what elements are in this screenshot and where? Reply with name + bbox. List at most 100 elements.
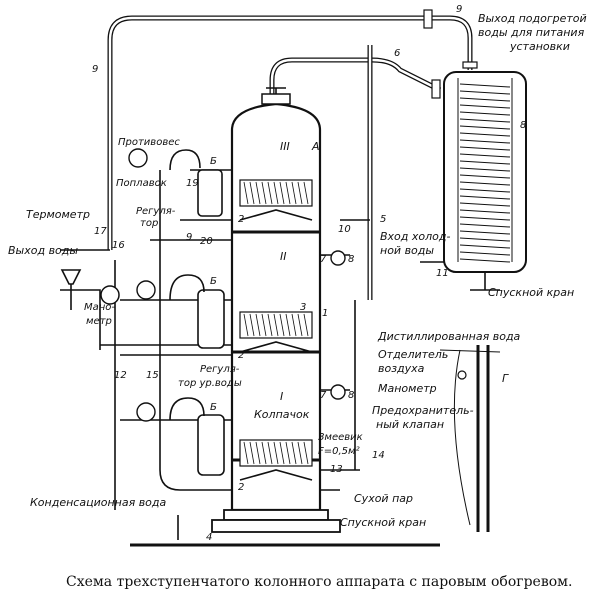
tray-hatch [273, 313, 279, 337]
tray-hatch [291, 181, 297, 205]
number-15: 15 [146, 370, 159, 381]
tray-hatch [285, 181, 291, 205]
column [130, 87, 440, 547]
coil-turn [459, 167, 511, 172]
number-2-c: 2 [238, 482, 244, 493]
tray-hatch [297, 441, 303, 465]
coil-turn [459, 83, 511, 88]
coil-turn [459, 258, 511, 263]
coil-turn [459, 244, 511, 249]
coil-turn [459, 202, 511, 207]
label-regulator-mid-1: Регуля- [200, 364, 240, 375]
number-12: 12 [114, 370, 127, 381]
label-stage-2: II [280, 250, 287, 263]
coil-turn [459, 125, 511, 130]
coil-turn [459, 132, 511, 137]
number-1: 1 [322, 308, 328, 319]
tray-hatch [243, 313, 249, 337]
tray-hatch [255, 181, 261, 205]
label-manometer-left-2: метр [86, 316, 112, 327]
coil-turn [459, 118, 511, 123]
coil-turn [459, 139, 511, 144]
tray-hatch [255, 313, 261, 337]
tray-hatch [267, 441, 273, 465]
coil-turn [459, 216, 511, 221]
number-9-mid: 9 [186, 232, 192, 243]
number-9-top: 9 [456, 4, 462, 15]
number-19: 19 [186, 178, 199, 189]
coil-turn [459, 104, 511, 109]
coil-turn [459, 188, 511, 193]
label-drain-valve-bottom: Спускной кран [340, 516, 426, 529]
number-11: 11 [436, 268, 449, 279]
number-8-a: 8 [348, 254, 354, 265]
label-stage-1: I [280, 390, 283, 403]
coil-turn [459, 90, 511, 95]
label-hot-water-out: Выход подогретой [478, 12, 587, 25]
number-7-a: 7 [320, 254, 327, 265]
distilled-water-tank [439, 345, 501, 532]
label-hot-water-out-3: установки [509, 40, 570, 53]
label-dry-steam: Сухой пар [354, 492, 413, 505]
coil-turn [459, 223, 511, 228]
tray-hatch [249, 181, 255, 205]
hot-water-pipe [107, 9, 478, 250]
tray-hatch [285, 313, 291, 337]
label-coil-2: F=0,5м² [318, 446, 360, 457]
tray-hatch [261, 441, 267, 465]
figure-caption: Схема трехступенчатого колонного аппарат… [66, 574, 572, 590]
coil-turn [459, 153, 511, 158]
label-safety-valve-2: ный клапан [376, 418, 444, 431]
tray-hatch [261, 181, 267, 205]
number-17: 17 [94, 226, 107, 237]
label-cap: Колпачок [254, 408, 310, 421]
tray-hatch [249, 313, 255, 337]
tray-cone [239, 469, 313, 481]
tray-hatch [249, 441, 255, 465]
coil-turn [459, 111, 511, 116]
number-6: 6 [394, 48, 400, 59]
coil-turn [459, 237, 511, 242]
tray-hatch [303, 181, 309, 205]
tray-hatch [267, 181, 273, 205]
number-3: 3 [300, 302, 306, 313]
tray-hatch [243, 441, 249, 465]
label-regulator-mid-2: тор ур.воды [178, 378, 242, 389]
label-cold-water-in-2: ной воды [380, 244, 434, 257]
label-air-separator-1: Отделитель [378, 348, 448, 361]
letter-b-1: Б [210, 156, 217, 167]
coil-turn [459, 209, 511, 214]
number-9-left: 9 [92, 64, 98, 75]
funnel [60, 269, 82, 310]
tray-hatch [291, 313, 297, 337]
number-2-b: 2 [238, 350, 244, 361]
number-8-b: 8 [348, 390, 354, 401]
coil-turn [459, 146, 511, 151]
number-10: 10 [338, 224, 351, 235]
float-chamber-mid [136, 274, 225, 349]
coil-turn [459, 174, 511, 179]
label-manometer-right: Манометр [378, 382, 437, 395]
tray-cone [239, 209, 313, 221]
tray-hatch [303, 441, 309, 465]
steam-pipe [269, 57, 442, 100]
heat-exchanger [443, 71, 527, 291]
tray-hatch [255, 441, 261, 465]
number-4: 4 [206, 532, 212, 543]
tray-hatch [273, 181, 279, 205]
number-8-right: 8 [520, 120, 526, 131]
float-chamber-bottom [136, 397, 225, 476]
tray-hatch [243, 181, 249, 205]
number-13: 13 [330, 464, 343, 475]
label-condensate-water: Конденсационная вода [30, 496, 167, 509]
label-float: Поплавок [116, 178, 167, 189]
tray-hatch [291, 441, 297, 465]
coil-turn [459, 160, 511, 165]
float-chamber-top [128, 148, 223, 217]
number-14: 14 [372, 450, 385, 461]
coil-turn [459, 230, 511, 235]
label-G: Г [502, 372, 509, 385]
tray-hatch [279, 441, 285, 465]
tray-cone [239, 341, 313, 353]
number-7-b: 7 [320, 390, 327, 401]
